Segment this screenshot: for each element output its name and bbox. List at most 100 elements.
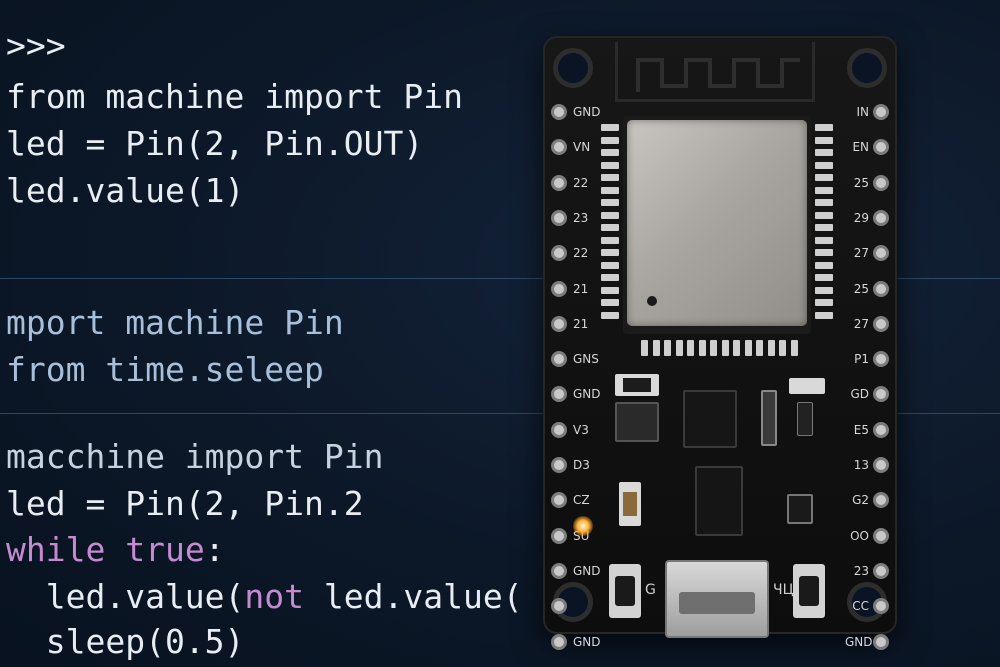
module-pad (815, 299, 833, 306)
header-pin (873, 315, 889, 332)
boot-button[interactable] (609, 564, 641, 618)
code-line: led.value(1) (6, 171, 245, 210)
module-pad (815, 311, 833, 319)
module-pad (601, 186, 619, 194)
code-text: led.value( (6, 577, 245, 616)
micro-usb-port[interactable] (665, 560, 769, 638)
module-pad (815, 186, 833, 194)
mounting-hole (553, 48, 593, 88)
pin-label: 23 (573, 210, 589, 225)
reset-button[interactable] (793, 564, 825, 618)
module-pad (744, 340, 752, 356)
rf-shield (627, 120, 807, 326)
module-pad (779, 340, 786, 356)
header-pin (873, 421, 889, 438)
keyword: while (6, 530, 106, 569)
module-pad (815, 236, 833, 244)
header-pin (551, 209, 567, 226)
pin-label: 13 (853, 458, 869, 472)
header-pin (873, 351, 889, 368)
module-pad (601, 211, 619, 219)
repl-prompt: >>> (6, 26, 66, 65)
module-pad (698, 340, 706, 356)
header-pin (551, 457, 567, 473)
module-pad (601, 161, 619, 169)
header-pin (551, 527, 567, 544)
header-pin (873, 174, 889, 191)
code-line: sleep(0.5) (6, 622, 245, 661)
header-pin (551, 633, 567, 650)
pin-label: GND (573, 634, 601, 649)
header-pin (551, 104, 567, 120)
header-pin (551, 315, 567, 332)
pin-label: GND (573, 105, 601, 119)
module-pad (815, 274, 833, 281)
header-pin (873, 492, 889, 509)
module-pad (815, 249, 833, 256)
smd-capacitor (761, 390, 777, 446)
code-line: mport machine Pin (6, 303, 344, 342)
usb-uart-chip (695, 466, 743, 536)
module-pad (790, 340, 798, 356)
module-pad (601, 149, 619, 156)
pin-label: 25 (853, 175, 869, 190)
module-pad (601, 236, 619, 244)
pin-label: 22 (573, 246, 589, 261)
code-line: led.value(not led.value( (6, 577, 523, 617)
header-pin (551, 562, 567, 579)
pin-label: G2 (852, 493, 869, 508)
header-pin (873, 457, 889, 473)
module-pad (601, 261, 619, 269)
voltage-regulator (683, 390, 737, 448)
smd-diode (797, 402, 813, 436)
module-pad (601, 249, 619, 256)
smd-resistor (615, 374, 659, 396)
header-pin (551, 598, 567, 615)
module-pad (601, 199, 619, 206)
header-pin (873, 527, 889, 544)
pin-label: IN (856, 105, 869, 119)
header-pin (873, 386, 889, 403)
header-pin (551, 421, 567, 438)
header-pin (551, 174, 567, 191)
pin-label: E5 (853, 422, 869, 437)
silk-label: G (645, 582, 656, 598)
module-pad (767, 340, 775, 356)
pin-label: 21 (573, 316, 589, 331)
module-pad (815, 199, 833, 206)
pin-label: 29 (853, 210, 869, 225)
header-pin (873, 598, 889, 615)
header-pin (873, 209, 889, 226)
pin-label: 27 (853, 316, 869, 331)
header-pin (551, 351, 567, 368)
keyword: not (244, 577, 305, 616)
code-text: led.value( (304, 577, 523, 616)
status-led (573, 516, 593, 536)
divider (0, 278, 1000, 279)
module-pad (601, 124, 619, 131)
esp32-dev-board: GNDVN2223222121GNSGNDV3D3CZSUGNDGND INEN… (543, 36, 897, 650)
module-pad (601, 286, 619, 294)
module-pad (815, 149, 833, 156)
pin-label: CZ (573, 493, 590, 508)
module-pad (815, 136, 833, 144)
smd-chip (615, 402, 659, 442)
header-pin (873, 104, 889, 120)
module-pad (756, 340, 763, 356)
pin-label: OO (850, 528, 869, 543)
module-pad (601, 311, 619, 319)
module-pad (733, 340, 740, 356)
module-pad (664, 340, 671, 356)
module-pad (710, 340, 717, 356)
header-pin (873, 139, 889, 156)
divider (0, 413, 1000, 414)
pin1-marker (647, 296, 657, 306)
header-pin (551, 386, 567, 403)
module-pad (815, 286, 833, 294)
smd-transistor (787, 494, 813, 524)
module-pad (815, 224, 833, 231)
module-pad (721, 340, 729, 356)
keyword: true (125, 530, 205, 569)
header-pin (873, 562, 889, 579)
code-line: macchine import Pin (6, 437, 384, 476)
